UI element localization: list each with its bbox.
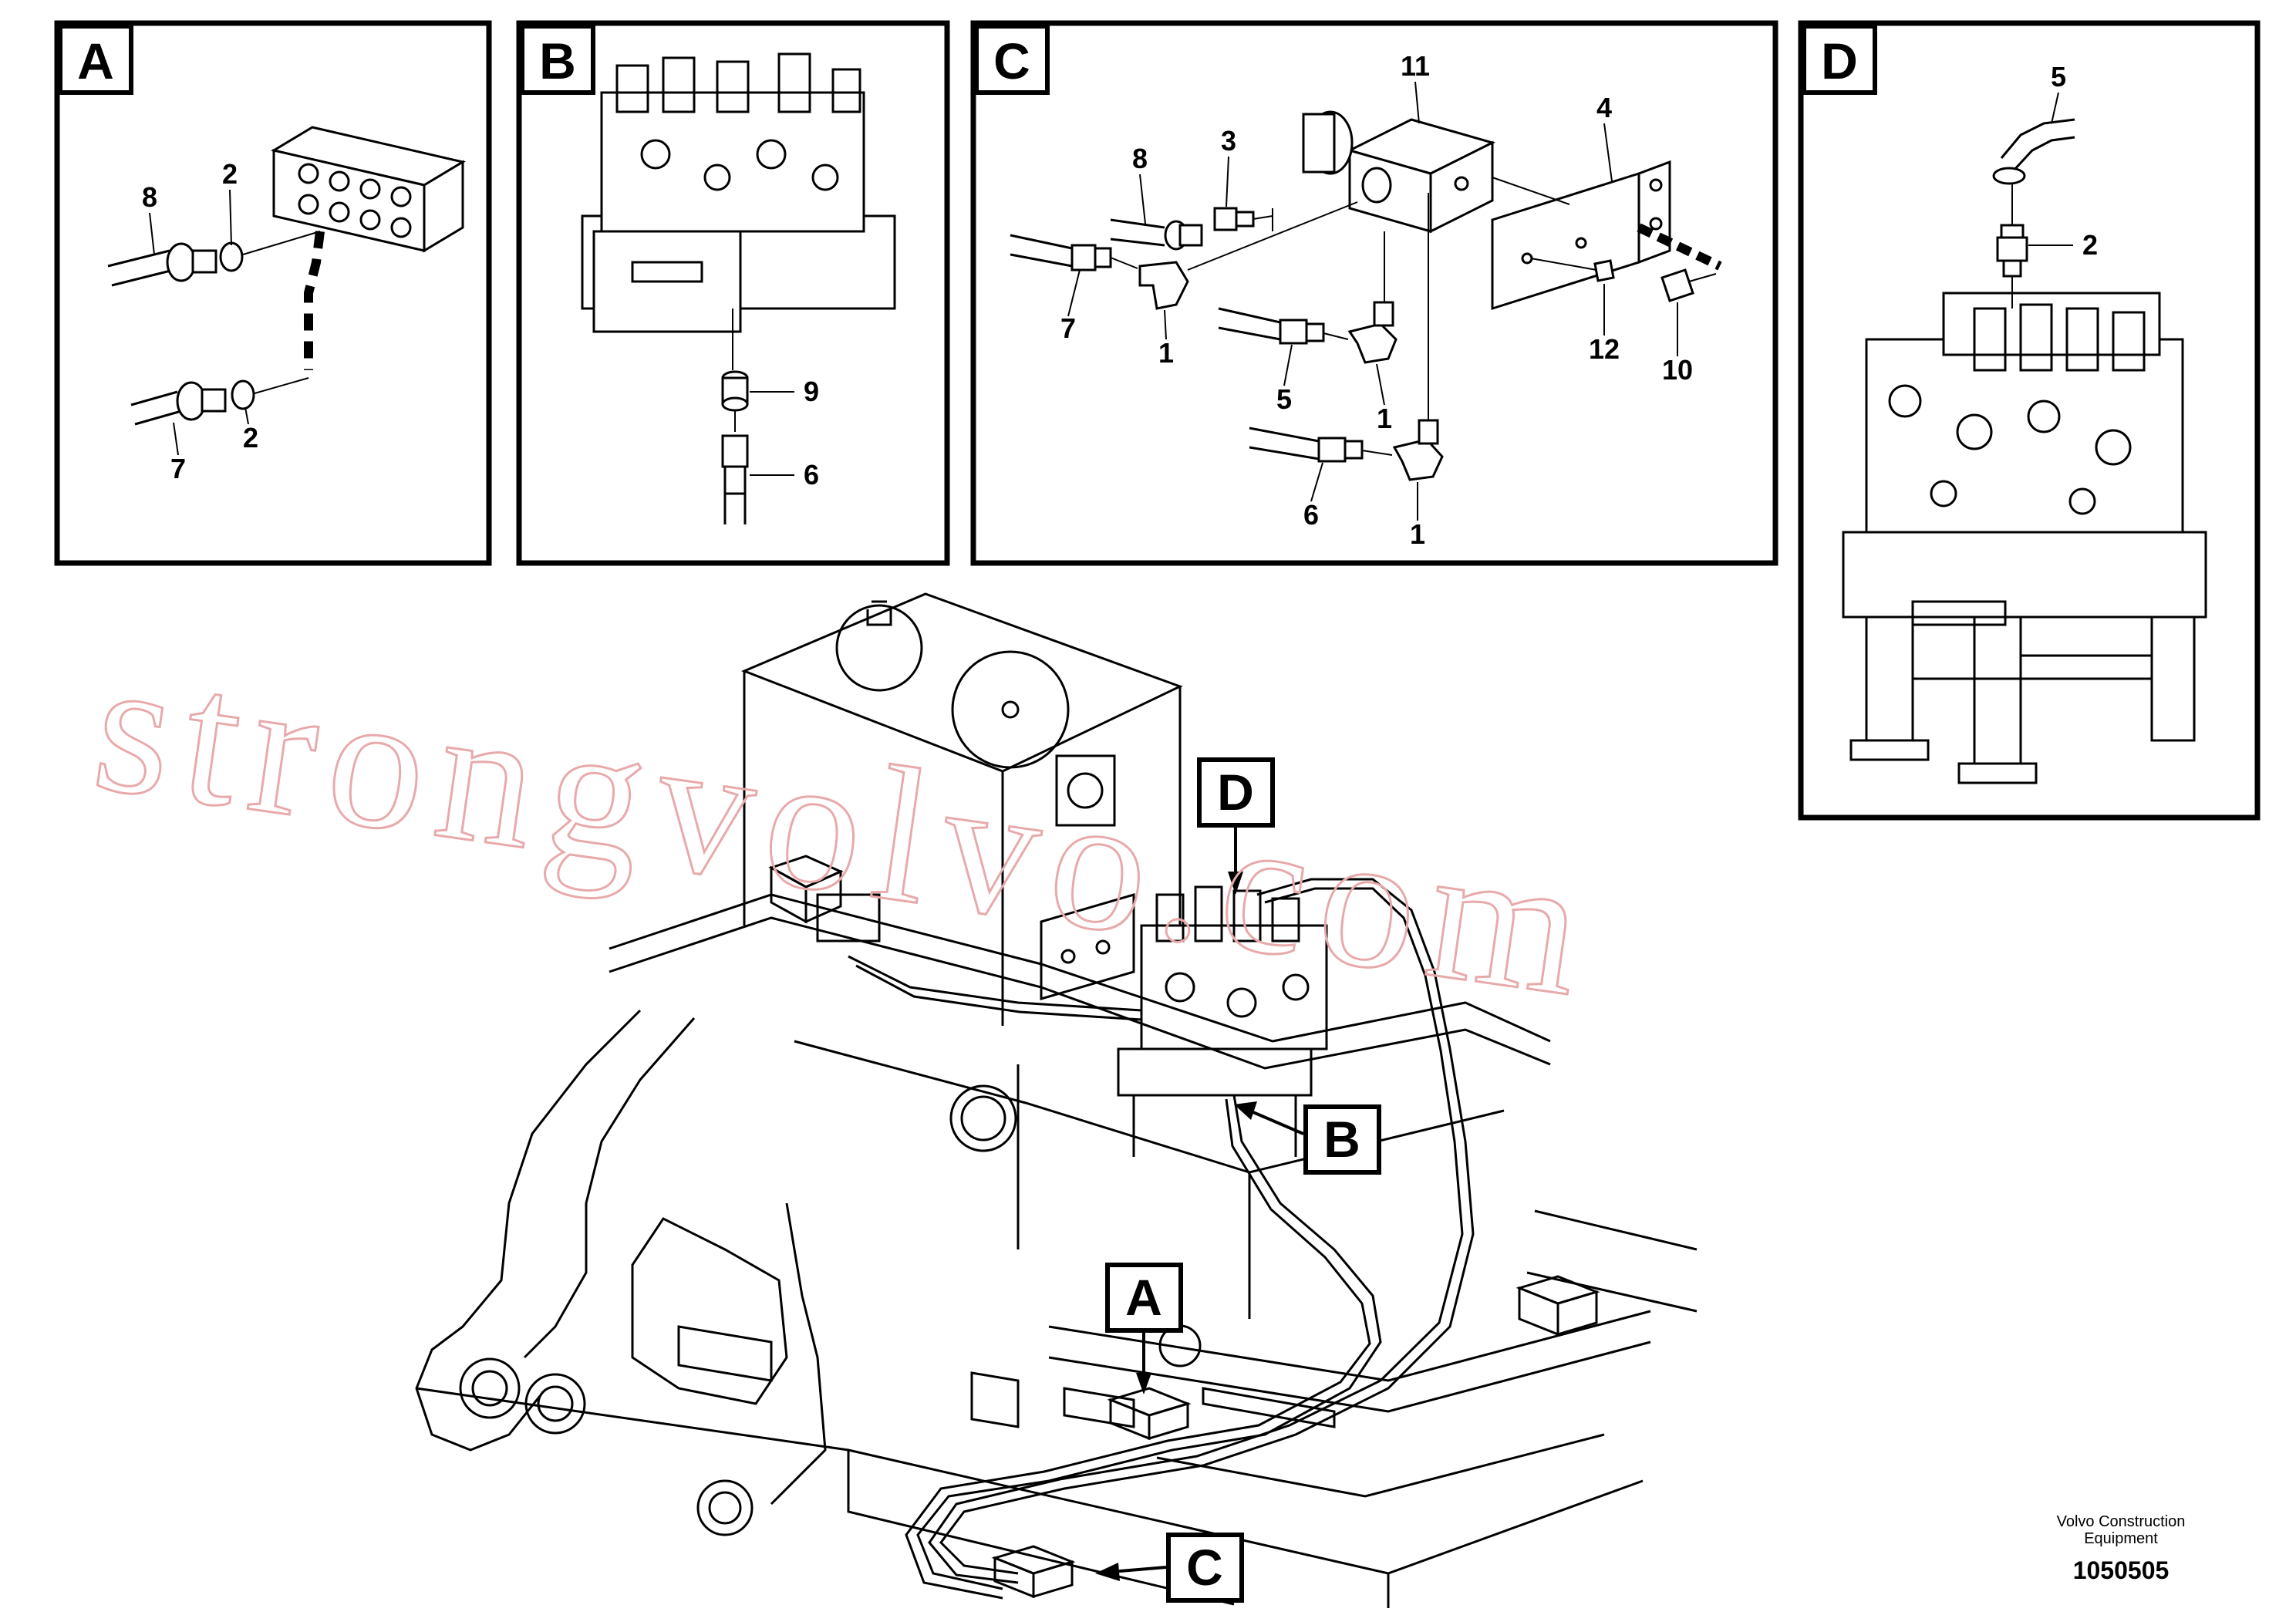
elbow-1a <box>1138 201 1358 310</box>
callout-9: 9 <box>804 376 819 407</box>
hose-fitting-lower <box>130 377 309 426</box>
panel-d: D <box>1798 20 2261 821</box>
callout-6c: 6 <box>1303 499 1319 531</box>
callout-10: 10 <box>1662 354 1693 386</box>
hose-5 <box>1218 307 1349 345</box>
tag-b-main: B <box>1234 1101 1381 1175</box>
callout-4: 4 <box>1596 92 1612 123</box>
callout-2d: 2 <box>2082 229 2098 261</box>
callout-1c: 1 <box>1410 518 1425 550</box>
distribution-block <box>271 126 466 253</box>
credit-line-1: Volvo Construction <box>2057 1513 2186 1530</box>
panel-a-tag <box>58 24 133 95</box>
boom-solenoid <box>768 855 844 924</box>
callout-5d: 5 <box>2051 61 2066 93</box>
callout-12: 12 <box>1589 333 1620 365</box>
elbow-hose-5 <box>1992 118 2075 185</box>
tag-c-main-label: C <box>1186 1539 1223 1596</box>
callout-6: 6 <box>804 459 819 491</box>
panel-d-tag <box>1802 24 1877 95</box>
lower-frame <box>416 1209 1698 1608</box>
bolt-10 <box>1660 268 1717 302</box>
tag-b-main-label: B <box>1323 1111 1360 1168</box>
hose-8 <box>1110 218 1203 251</box>
tag-c-main: C <box>1095 1533 1244 1603</box>
elbow-1c <box>1392 193 1444 481</box>
main-control-valve <box>1117 885 1328 1157</box>
hydraulic-lines <box>848 878 1475 1600</box>
tag-d-main-label: D <box>1217 764 1254 821</box>
fitting-3 <box>1213 207 1273 231</box>
panel-c-frame <box>970 20 1778 566</box>
callout-8c: 8 <box>1132 143 1148 174</box>
callout-2: 2 <box>222 158 238 190</box>
panel-a-label: A <box>77 32 114 89</box>
frame-distribution-block <box>1107 1387 1192 1441</box>
watermark-text: strongvolvo.com <box>83 617 1608 1039</box>
callout-8: 8 <box>142 181 157 213</box>
frame-solenoid-valve <box>991 1545 1076 1599</box>
tag-a-main-label: A <box>1125 1269 1162 1326</box>
callout-7: 7 <box>170 453 186 484</box>
elbow-1b <box>1347 231 1397 364</box>
panel-c-tag <box>974 24 1050 95</box>
panel-c: C <box>970 20 1778 566</box>
mounting-bracket <box>1491 160 1671 311</box>
panel-a: A 8 2 <box>54 20 492 566</box>
hose-6-c <box>1249 427 1393 463</box>
panel-a-frame <box>54 20 492 566</box>
valve-stand-assembly <box>1842 292 2207 784</box>
panel-b-label: B <box>539 32 576 89</box>
fitting-2 <box>1996 224 2028 278</box>
callout-3: 3 <box>1221 125 1236 157</box>
main-assembly <box>415 592 1698 1608</box>
callout-5: 5 <box>1276 383 1292 415</box>
tag-d-main: D <box>1197 757 1275 895</box>
dashed-leader <box>304 231 325 370</box>
adapter-9 <box>721 370 749 412</box>
tag-a-main: A <box>1105 1263 1183 1394</box>
panel-b: B 9 6 <box>516 20 950 566</box>
callout-7c: 7 <box>1060 312 1076 344</box>
callout-11: 11 <box>1401 50 1430 82</box>
panel-b-tag <box>520 24 595 95</box>
hose-fitting-upper <box>107 231 321 287</box>
callout-1b: 1 <box>1377 403 1392 434</box>
document-number: 1050505 <box>2073 1556 2170 1584</box>
credit-line-2: Equipment <box>2084 1530 2158 1547</box>
panel-c-label: C <box>993 32 1030 89</box>
callout-1a: 1 <box>1158 337 1174 369</box>
bolt-12 <box>1530 258 1615 282</box>
panel-d-label: D <box>1821 32 1858 89</box>
hydraulic-tank <box>741 592 1183 1026</box>
callout-2b: 2 <box>243 422 258 454</box>
hose-7 <box>1010 234 1138 271</box>
control-valve-block <box>581 52 896 333</box>
hose-6 <box>721 434 749 524</box>
solenoid-valve <box>1302 110 1496 234</box>
boom-foot <box>415 1009 827 1536</box>
side-distribution-block <box>1515 1275 1600 1337</box>
